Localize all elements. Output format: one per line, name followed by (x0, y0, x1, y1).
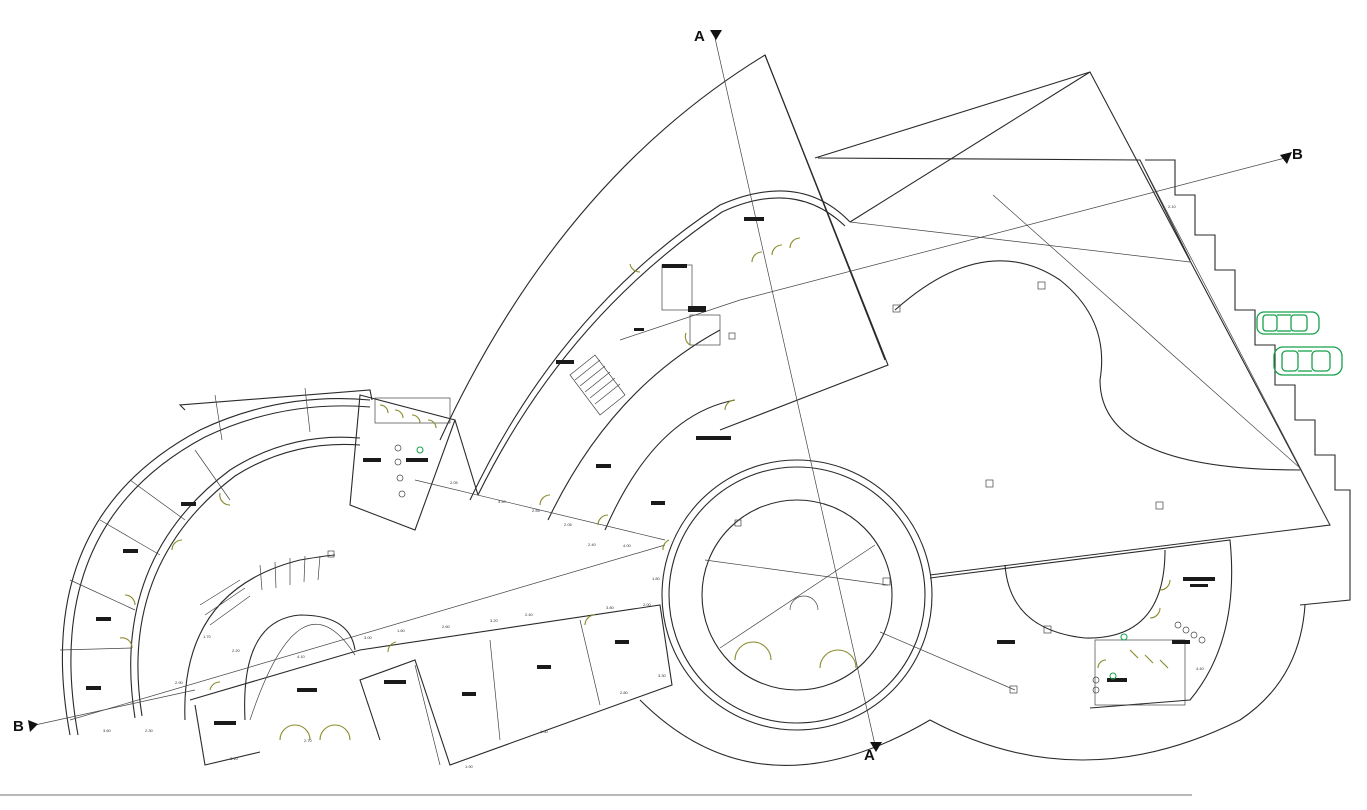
upper-corridor-wall-2 (604, 399, 736, 531)
section-marker-b-right: B (1280, 146, 1303, 164)
section-arrow-icon (1280, 152, 1292, 164)
svg-text:2.70: 2.70 (304, 738, 313, 743)
west-wing (59, 387, 373, 736)
east-stepped-edge (1145, 159, 1351, 606)
section-line-a (714, 37, 876, 746)
svg-text:2.10: 2.10 (1168, 204, 1177, 209)
svg-text:2.00: 2.00 (643, 602, 652, 607)
service-shaft (689, 314, 721, 346)
section-line-b-interior (69, 544, 666, 721)
section-arrow-icon (870, 742, 882, 752)
corridor-wall-a (454, 419, 479, 496)
svg-text:3.80: 3.80 (606, 605, 615, 610)
room-tags (86, 217, 1215, 725)
section-label-b-left: B (13, 718, 24, 735)
upper-wing-outer-wall (469, 190, 851, 501)
east-site-wedge-diag (849, 71, 1091, 223)
section-arrow-icon (28, 720, 38, 732)
svg-text:1.70: 1.70 (203, 634, 212, 639)
svg-text:3.40: 3.40 (498, 499, 507, 504)
east-site-wedge (814, 71, 1331, 576)
section-label-b-right: B (1292, 146, 1303, 163)
section-line-b-upper (739, 157, 1286, 301)
upper-stair (569, 354, 626, 416)
west-toilets (349, 394, 456, 531)
svg-text:1.90: 1.90 (465, 764, 474, 769)
svg-text:3.00: 3.00 (364, 635, 373, 640)
svg-text:4.00: 4.00 (623, 543, 632, 548)
svg-text:2.55: 2.55 (532, 508, 541, 513)
svg-text:2.20: 2.20 (232, 648, 241, 653)
upper-corridor-wall (547, 329, 721, 521)
central-rotunda (661, 459, 933, 731)
courtyard-curve (894, 260, 1301, 471)
svg-text:2.05: 2.05 (564, 522, 573, 527)
section-label-a-bottom: A (864, 747, 875, 764)
svg-text:1.60: 1.60 (397, 628, 406, 633)
svg-text:2.05: 2.05 (450, 480, 459, 485)
section-label-a-top: A (694, 28, 705, 45)
svg-text:2.30: 2.30 (145, 728, 154, 733)
east-site-upper (817, 157, 1191, 261)
section-marker-b-left: B (13, 718, 38, 735)
outer-site-boundary-arc (439, 54, 889, 441)
svg-text:3.10: 3.10 (230, 756, 239, 761)
dimension-labels: 2.05 3.40 2.55 2.05 2.40 4.00 1.80 2.00 … (103, 204, 1205, 769)
section-marker-a-top: A (694, 28, 722, 45)
svg-text:3.20: 3.20 (490, 618, 499, 623)
west-stair (184, 554, 356, 721)
section-marker-a-bottom: A (864, 742, 882, 764)
svg-text:1.80: 1.80 (652, 576, 661, 581)
lift-shaft (661, 264, 693, 311)
column-markers (327, 281, 1164, 694)
svg-text:3.30: 3.30 (658, 673, 667, 678)
svg-text:2.60: 2.60 (442, 624, 451, 629)
se-toilets (1092, 621, 1206, 706)
car-icon (1256, 311, 1320, 335)
svg-text:4.10: 4.10 (297, 654, 306, 659)
upper-wing-inner-wall (477, 197, 846, 496)
svg-text:2.80: 2.80 (620, 690, 629, 695)
svg-text:4.40: 4.40 (1196, 666, 1205, 671)
svg-text:2.90: 2.90 (175, 680, 184, 685)
plant-icon (416, 446, 1128, 680)
svg-text:3.60: 3.60 (103, 728, 112, 733)
south-arc (639, 604, 1306, 766)
north-boundary (764, 54, 886, 361)
section-arrow-icon (710, 30, 722, 40)
svg-text:2.40: 2.40 (588, 542, 597, 547)
se-wing-inner (1004, 549, 1166, 639)
svg-text:2.40: 2.40 (525, 612, 534, 617)
svg-text:1.50: 1.50 (540, 729, 549, 734)
car-icon (1273, 346, 1343, 376)
se-wing-wall (929, 539, 1233, 709)
south-rooms (189, 604, 673, 766)
doors (209, 237, 1171, 691)
